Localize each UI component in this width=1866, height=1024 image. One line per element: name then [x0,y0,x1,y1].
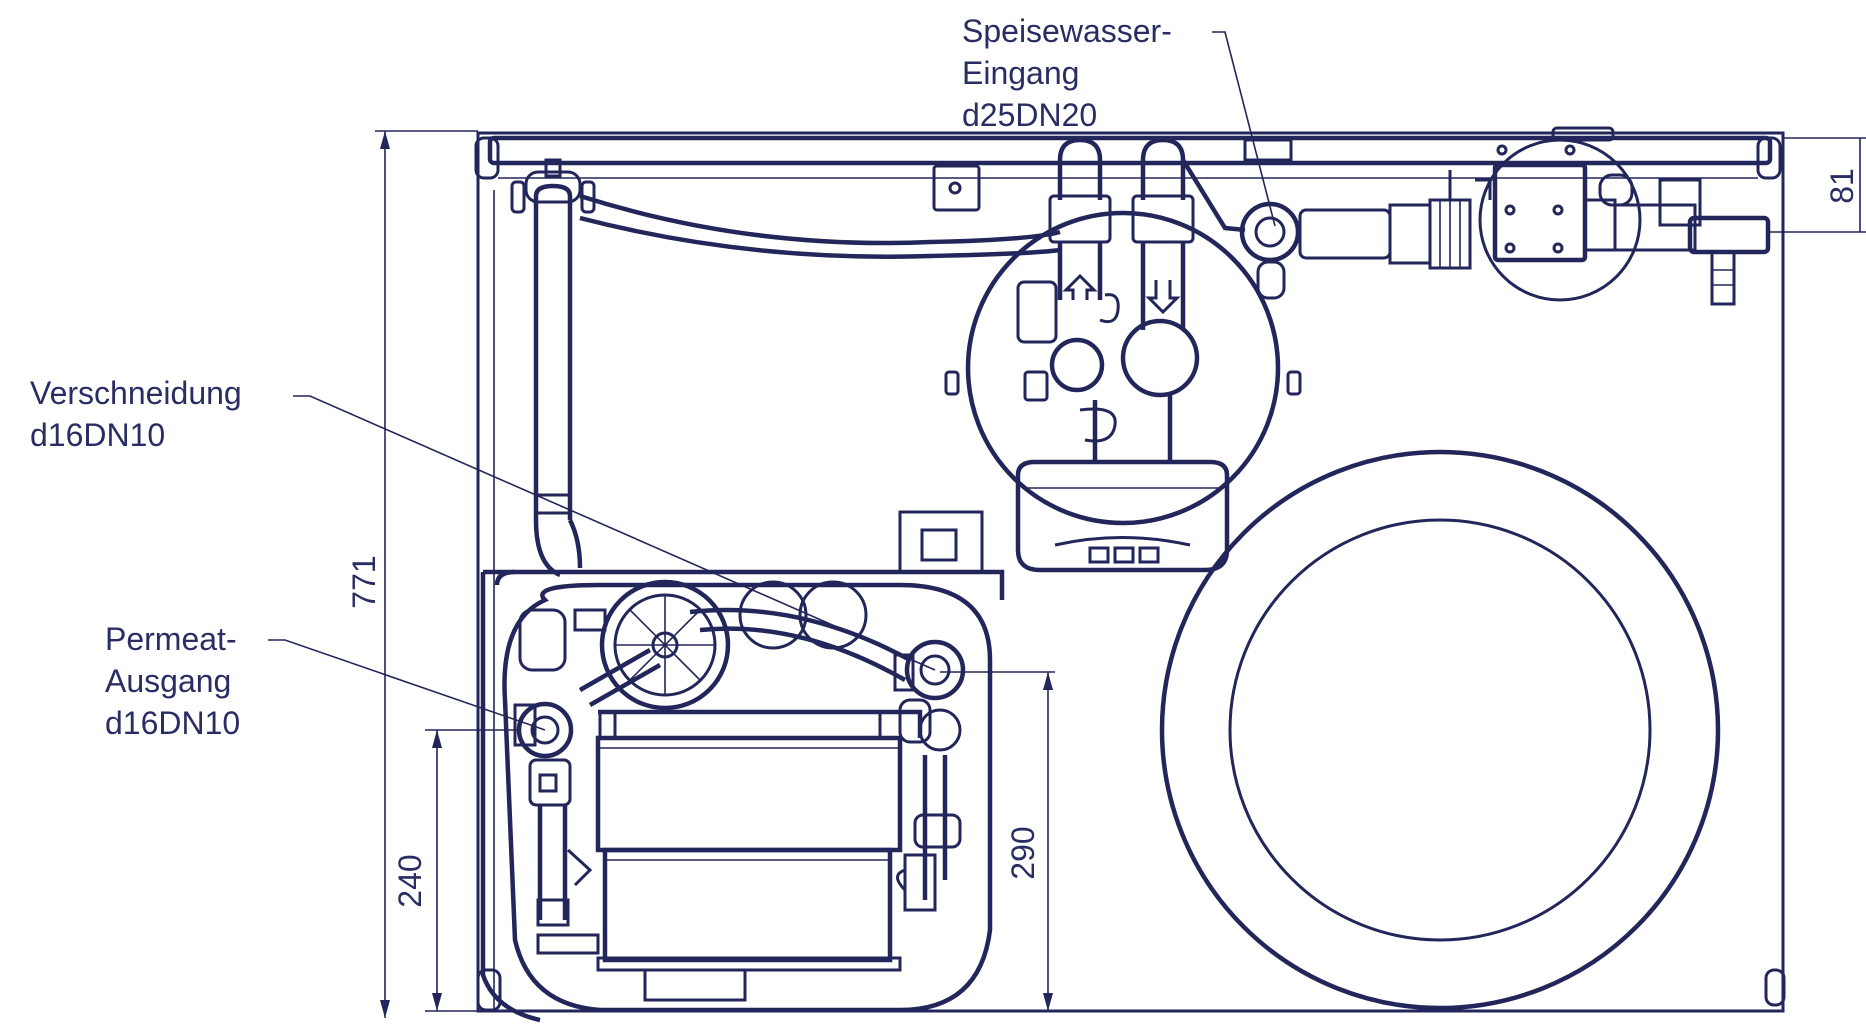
leader-blending [293,395,936,671]
blending-line1: Verschneidung [30,375,242,411]
ro-module [480,510,1005,1023]
dimension-290 [940,671,1055,1011]
leader-permeate [268,639,546,731]
leader-feed-inlet [1212,31,1276,227]
permeate-line3: d16DN10 [105,705,240,741]
feed-inlet-line3: d25DN20 [962,97,1097,133]
dimension-240 [425,729,520,1012]
dim-290-label: 290 [1005,826,1041,879]
dim-240-label: 240 [392,854,428,907]
label-feed-inlet: Speisewasser- Eingang d25DN20 [962,13,1172,133]
permeate-line2: Ausgang [105,663,231,699]
label-blending: Verschneidung d16DN10 [30,375,242,453]
feed-inlet-line2: Eingang [962,55,1079,91]
feed-inlet-manifold [1181,138,1771,306]
prefilter-unit [944,137,1302,573]
left-riser-pipe [510,158,1061,578]
dim-81-label: 81 [1824,168,1860,204]
dim-771-label: 771 [346,555,382,608]
feed-inlet-line1: Speisewasser- [962,13,1172,49]
label-permeate: Permeat- Ausgang d16DN10 [105,621,240,741]
permeate-line1: Permeat- [105,621,237,657]
blending-line2: d16DN10 [30,417,165,453]
dimension-771 [375,130,478,1018]
dimension-81 [1770,137,1866,233]
storage-tank [1159,449,1721,1011]
machine-frame [474,126,1786,1013]
